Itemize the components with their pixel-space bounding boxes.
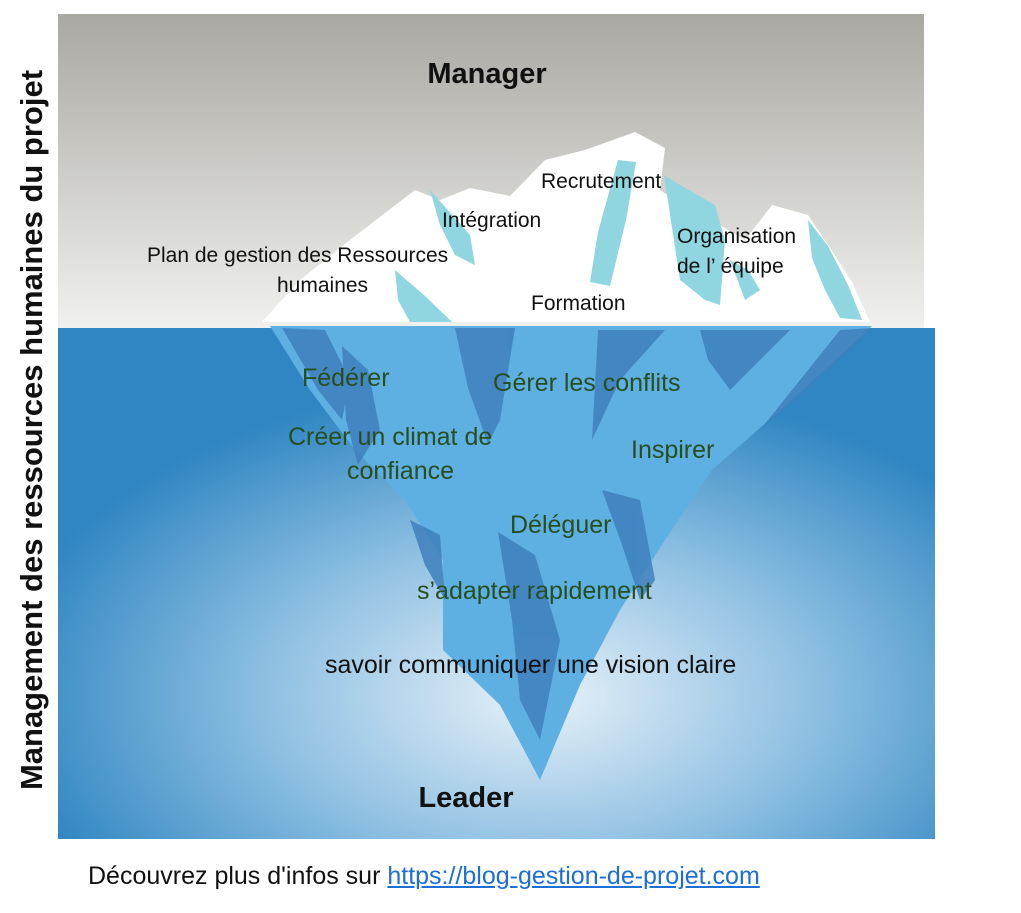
label-organisation-line2: de l’ équipe [677, 255, 784, 278]
footer-text: Découvrez plus d'infos sur [88, 862, 388, 890]
label-plan-gestion-line2: humaines [277, 274, 369, 297]
manager-heading: Manager [427, 58, 547, 90]
label-adapter: s’adapter rapidement [417, 577, 652, 605]
label-plan-gestion-line1: Plan de gestion des Ressources [147, 244, 449, 267]
label-inspirer: Inspirer [631, 436, 715, 464]
label-formation: Formation [531, 292, 626, 315]
label-recrutement: Recrutement [541, 170, 662, 193]
label-vision: savoir communiquer une vision claire [325, 651, 737, 679]
label-integration: Intégration [442, 209, 542, 232]
label-gerer-conflits: Gérer les conflits [493, 369, 681, 397]
iceberg-underwater [270, 326, 872, 780]
side-title: Management des ressources humaines du pr… [14, 69, 49, 791]
footer: Découvrez plus d'infos sur https://blog-… [88, 862, 760, 891]
label-organisation-line1: Organisation [677, 225, 797, 248]
iceberg-underwater-facets [282, 328, 872, 740]
label-federer: Fédérer [302, 364, 390, 392]
blog-link[interactable]: https://blog-gestion-de-projet.com [387, 862, 760, 890]
iceberg-tip-facets [395, 160, 862, 322]
label-climat-line2: confiance [347, 457, 455, 485]
label-deleguer: Déléguer [510, 511, 612, 539]
label-climat-line1: Créer un climat de [288, 423, 493, 451]
leader-heading: Leader [418, 782, 514, 814]
